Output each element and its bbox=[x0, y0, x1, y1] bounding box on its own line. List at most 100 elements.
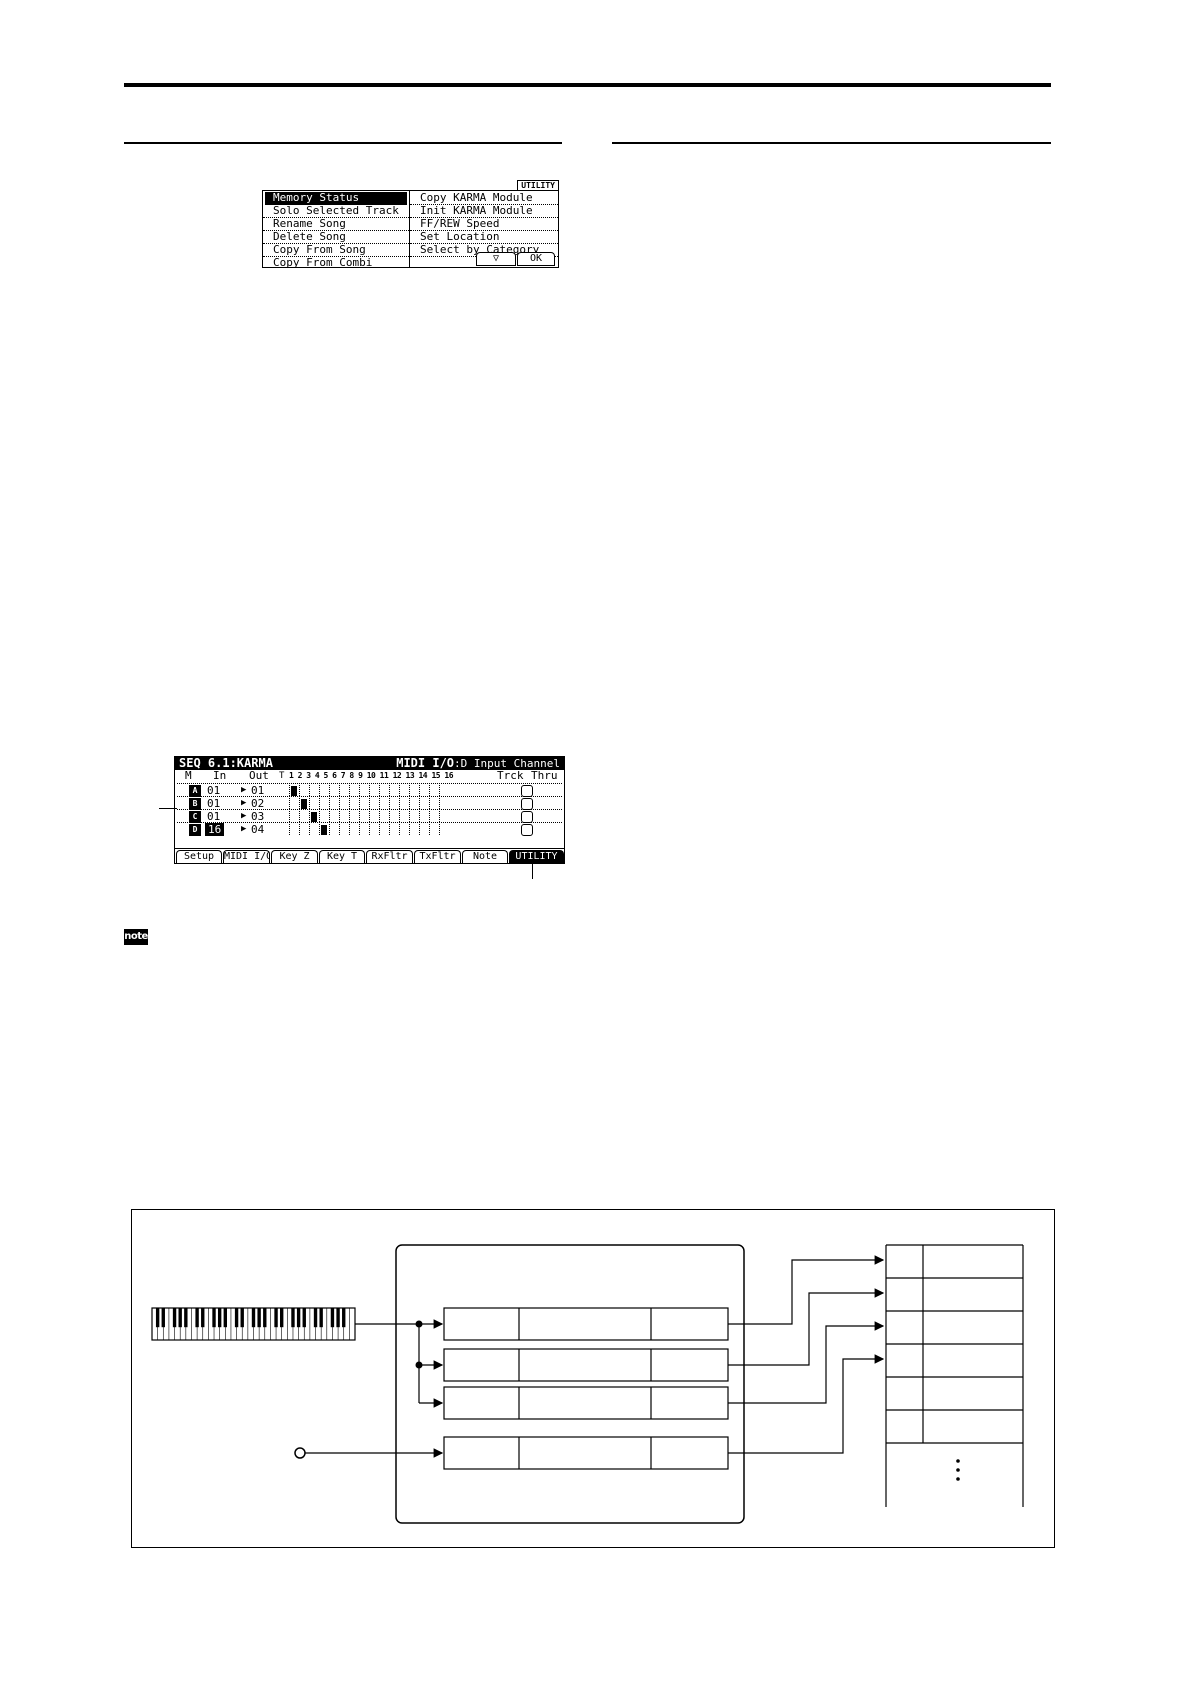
track-cell[interactable] bbox=[359, 811, 361, 822]
track-cell[interactable] bbox=[309, 824, 311, 835]
track-cell[interactable] bbox=[309, 811, 311, 822]
menu-item-solo-selected-track[interactable]: Solo Selected Track bbox=[263, 205, 409, 218]
track-cell[interactable] bbox=[329, 798, 331, 809]
track-cell[interactable] bbox=[439, 785, 441, 796]
track-cell[interactable] bbox=[429, 811, 431, 822]
scroll-down-button[interactable]: ▽ bbox=[476, 252, 516, 266]
track-cell[interactable] bbox=[319, 811, 321, 822]
top-rule bbox=[124, 83, 1051, 87]
track-cell[interactable] bbox=[439, 811, 441, 822]
track-cell[interactable] bbox=[349, 824, 351, 835]
track-cell[interactable] bbox=[289, 824, 291, 835]
track-cell[interactable] bbox=[339, 798, 341, 809]
track-cell[interactable] bbox=[349, 811, 351, 822]
track-cell[interactable] bbox=[329, 824, 331, 835]
track-cell[interactable] bbox=[309, 798, 311, 809]
track-cell[interactable] bbox=[409, 811, 411, 822]
output-channel-field[interactable]: 03 bbox=[251, 810, 265, 823]
track-cell[interactable] bbox=[359, 798, 361, 809]
track-cell[interactable] bbox=[359, 824, 361, 835]
track-cell[interactable] bbox=[379, 824, 381, 835]
track-cell[interactable] bbox=[419, 824, 421, 835]
ok-button[interactable]: OK bbox=[517, 252, 555, 266]
column-header-m: M bbox=[185, 769, 192, 782]
tab-note[interactable]: Note bbox=[462, 850, 508, 863]
utility-tab: UTILITY bbox=[517, 180, 559, 191]
track-cell[interactable] bbox=[429, 824, 431, 835]
track-cell[interactable] bbox=[339, 811, 341, 822]
track-cell[interactable] bbox=[309, 785, 311, 796]
menu-item-copy-from-song[interactable]: Copy From Song bbox=[263, 244, 409, 257]
menu-item-memory-status[interactable]: Memory Status bbox=[265, 192, 407, 205]
track-cell[interactable] bbox=[389, 824, 391, 835]
track-cell[interactable] bbox=[299, 824, 301, 835]
track-cell[interactable] bbox=[409, 798, 411, 809]
menu-item-ff-rew-speed[interactable]: FF/REW Speed bbox=[410, 218, 558, 231]
track-cell[interactable] bbox=[369, 798, 371, 809]
track-cell[interactable] bbox=[389, 798, 391, 809]
track-cell[interactable] bbox=[299, 811, 301, 822]
input-channel-field[interactable]: 16 bbox=[205, 823, 225, 836]
menu-item-copy-from-combi[interactable]: Copy From Combi bbox=[273, 257, 373, 269]
tab-setup[interactable]: Setup bbox=[176, 850, 222, 863]
menu-item-set-location[interactable]: Set Location bbox=[410, 231, 558, 244]
tab-utility[interactable]: UTILITY bbox=[509, 850, 564, 863]
output-channel-field[interactable]: 01 bbox=[251, 784, 265, 797]
track-cell[interactable] bbox=[299, 798, 301, 809]
output-channel-field[interactable]: 04 bbox=[251, 823, 265, 836]
track-cell[interactable] bbox=[329, 811, 331, 822]
track-cell[interactable] bbox=[399, 785, 401, 796]
track-cell[interactable] bbox=[409, 785, 411, 796]
track-cell[interactable] bbox=[379, 798, 381, 809]
track-cell[interactable] bbox=[359, 785, 361, 796]
track-cell[interactable] bbox=[289, 798, 291, 809]
track-cell[interactable] bbox=[349, 785, 351, 796]
track-cell[interactable] bbox=[339, 824, 341, 835]
track-cell[interactable] bbox=[319, 798, 321, 809]
track-cell[interactable] bbox=[329, 785, 331, 796]
track-cell[interactable] bbox=[419, 785, 421, 796]
track-cell[interactable] bbox=[399, 811, 401, 822]
track-cell[interactable] bbox=[319, 785, 321, 796]
menu-item-copy-karma-module[interactable]: Copy KARMA Module bbox=[410, 192, 558, 205]
menu-item-init-karma-module[interactable]: Init KARMA Module bbox=[410, 205, 558, 218]
track-cell[interactable] bbox=[439, 824, 441, 835]
track-cell[interactable] bbox=[419, 811, 421, 822]
track-cell[interactable] bbox=[349, 798, 351, 809]
track-cell[interactable] bbox=[379, 811, 381, 822]
track-cell[interactable] bbox=[379, 785, 381, 796]
module-badge[interactable]: A bbox=[189, 785, 201, 797]
track-cell[interactable] bbox=[389, 785, 391, 796]
track-cell[interactable] bbox=[319, 824, 321, 835]
menu-item-rename-song[interactable]: Rename Song bbox=[263, 218, 409, 231]
track-cell[interactable] bbox=[289, 811, 291, 822]
track-cell[interactable] bbox=[439, 798, 441, 809]
track-cell[interactable] bbox=[369, 811, 371, 822]
track-cell[interactable] bbox=[299, 785, 301, 796]
track-cell[interactable] bbox=[419, 798, 421, 809]
track-cell[interactable] bbox=[369, 824, 371, 835]
tab-tx-filter[interactable]: TxFltr bbox=[414, 850, 461, 863]
track-cell[interactable] bbox=[429, 798, 431, 809]
output-line-d bbox=[728, 1354, 885, 1454]
output-channel-field[interactable]: 02 bbox=[251, 797, 265, 810]
track-cell[interactable] bbox=[289, 785, 291, 796]
track-cell[interactable] bbox=[399, 824, 401, 835]
track-cell[interactable] bbox=[369, 785, 371, 796]
track-cell[interactable] bbox=[429, 785, 431, 796]
track-cell[interactable] bbox=[389, 811, 391, 822]
input-channel-field[interactable]: 01 bbox=[207, 797, 221, 810]
track-cell[interactable] bbox=[339, 785, 341, 796]
tab-midi-io[interactable]: MIDI I/O bbox=[223, 850, 270, 863]
output-line-a bbox=[728, 1255, 885, 1325]
module-badge[interactable]: D bbox=[189, 824, 201, 836]
input-channel-field[interactable]: 01 bbox=[207, 810, 221, 823]
thru-checkbox[interactable] bbox=[521, 824, 533, 836]
track-cell[interactable] bbox=[409, 824, 411, 835]
tab-key-t[interactable]: Key T bbox=[319, 850, 365, 863]
track-cell[interactable] bbox=[399, 798, 401, 809]
tab-key-z[interactable]: Key Z bbox=[271, 850, 318, 863]
menu-item-delete-song[interactable]: Delete Song bbox=[263, 231, 409, 244]
input-channel-field[interactable]: 01 bbox=[207, 784, 221, 797]
tab-rx-filter[interactable]: RxFltr bbox=[366, 850, 413, 863]
